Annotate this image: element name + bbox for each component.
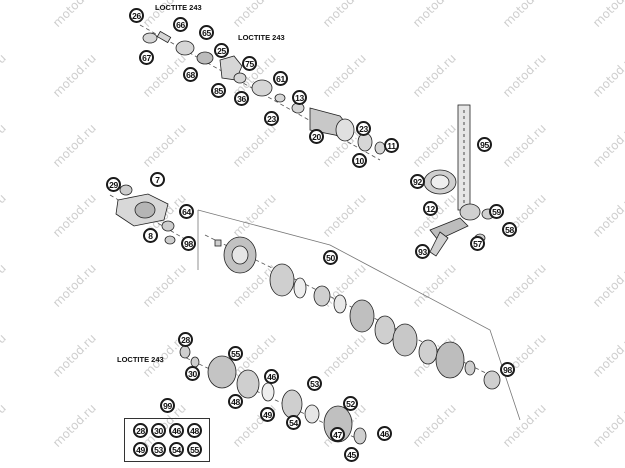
callout-53[interactable]: 53 <box>307 376 322 391</box>
callout-99[interactable]: 99 <box>160 398 175 413</box>
kit-callout[interactable]: 53 <box>151 442 166 457</box>
callout-48[interactable]: 48 <box>228 394 243 409</box>
callout-26[interactable]: 26 <box>129 8 144 23</box>
callout-98-left[interactable]: 98 <box>181 236 196 251</box>
callout-23-right[interactable]: 23 <box>356 121 371 136</box>
callout-23-upper[interactable]: 23 <box>264 111 279 126</box>
kit-callout[interactable]: 30 <box>151 423 166 438</box>
callout-50[interactable]: 50 <box>323 250 338 265</box>
callout-36[interactable]: 36 <box>234 91 249 106</box>
callout-59[interactable]: 59 <box>489 204 504 219</box>
kit-group-box <box>124 418 210 462</box>
callout-12[interactable]: 12 <box>423 201 438 216</box>
callout-13[interactable]: 13 <box>292 90 307 105</box>
callout-10[interactable]: 10 <box>352 153 367 168</box>
callout-54[interactable]: 54 <box>286 415 301 430</box>
callout-30[interactable]: 30 <box>185 366 200 381</box>
callout-75[interactable]: 75 <box>242 56 257 71</box>
callout-47[interactable]: 47 <box>330 427 345 442</box>
callout-58[interactable]: 58 <box>502 222 517 237</box>
loctite-note-mid: LOCTITE 243 <box>238 33 285 42</box>
callout-7[interactable]: 7 <box>150 172 165 187</box>
callout-67[interactable]: 67 <box>139 50 154 65</box>
callout-66[interactable]: 66 <box>173 17 188 32</box>
callout-68[interactable]: 68 <box>183 67 198 82</box>
kit-callout[interactable]: 54 <box>169 442 184 457</box>
callout-64[interactable]: 64 <box>179 204 194 219</box>
callout-46[interactable]: 46 <box>264 369 279 384</box>
callout-20[interactable]: 20 <box>309 129 324 144</box>
callout-93[interactable]: 93 <box>415 244 430 259</box>
callout-49[interactable]: 49 <box>260 407 275 422</box>
callout-52[interactable]: 52 <box>343 396 358 411</box>
callout-92[interactable]: 92 <box>410 174 425 189</box>
callout-28[interactable]: 28 <box>178 332 193 347</box>
kit-callout[interactable]: 48 <box>187 423 202 438</box>
callout-29[interactable]: 29 <box>106 177 121 192</box>
kit-callout[interactable]: 55 <box>187 442 202 457</box>
callout-98-right[interactable]: 98 <box>500 362 515 377</box>
callout-8[interactable]: 8 <box>143 228 158 243</box>
callout-95[interactable]: 95 <box>477 137 492 152</box>
kit-callout[interactable]: 46 <box>169 423 184 438</box>
callout-46-lower[interactable]: 46 <box>377 426 392 441</box>
callout-65[interactable]: 65 <box>199 25 214 40</box>
loctite-note-top: LOCTITE 243 <box>155 3 202 12</box>
callout-57[interactable]: 57 <box>470 236 485 251</box>
kit-callout[interactable]: 49 <box>133 442 148 457</box>
loctite-note-bottom: LOCTITE 243 <box>117 355 164 364</box>
callout-55[interactable]: 55 <box>228 346 243 361</box>
callout-61[interactable]: 61 <box>273 71 288 86</box>
callout-11[interactable]: 11 <box>384 138 399 153</box>
callout-45[interactable]: 45 <box>344 447 359 462</box>
callout-25[interactable]: 25 <box>214 43 229 58</box>
callout-85[interactable]: 85 <box>211 83 226 98</box>
kit-callout[interactable]: 28 <box>133 423 148 438</box>
